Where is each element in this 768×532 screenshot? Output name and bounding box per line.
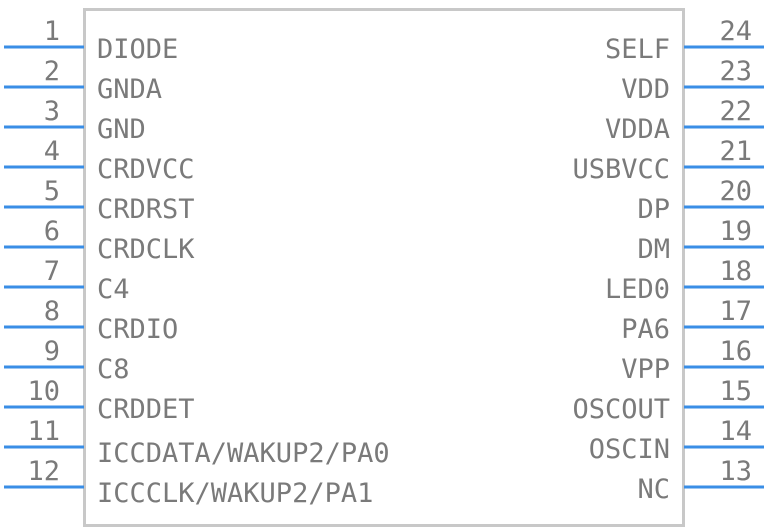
right-pin-number-24: 24 <box>719 16 752 47</box>
left-pin-number-9: 9 <box>44 336 60 367</box>
right-pin-number-20: 20 <box>719 176 752 207</box>
left-pin-number-4: 4 <box>44 136 60 167</box>
right-pin-number-22: 22 <box>719 96 752 127</box>
right-pin-label-14: OSCIN <box>589 434 670 465</box>
right-pin-label-13: NC <box>637 474 670 505</box>
right-pin-label-18: LED0 <box>605 274 670 305</box>
right-pin-label-16: VPP <box>621 354 670 385</box>
right-pin-number-15: 15 <box>719 376 752 407</box>
left-pin-label-5: CRDRST <box>97 194 195 225</box>
right-pin-label-21: USBVCC <box>572 154 670 185</box>
right-pin-label-22: VDDA <box>605 114 670 145</box>
left-pin-number-1: 1 <box>44 16 60 47</box>
left-pin-number-8: 8 <box>44 296 60 327</box>
left-pin-label-6: CRDCLK <box>97 234 195 265</box>
left-pin-label-9: C8 <box>97 354 130 385</box>
left-pin-label-11: ICCDATA/WAKUP2/PA0 <box>97 438 390 469</box>
chip-body <box>83 8 685 527</box>
left-pin-number-7: 7 <box>44 256 60 287</box>
left-pin-number-12: 12 <box>27 456 60 487</box>
right-pin-label-20: DP <box>637 194 670 225</box>
left-pin-number-6: 6 <box>44 216 60 247</box>
left-pin-label-1: DIODE <box>97 34 178 65</box>
left-pin-number-2: 2 <box>44 56 60 87</box>
left-pin-label-2: GNDA <box>97 74 162 105</box>
right-pin-number-13: 13 <box>719 456 752 487</box>
right-pin-number-19: 19 <box>719 216 752 247</box>
left-pin-label-3: GND <box>97 114 146 145</box>
right-pin-label-17: PA6 <box>621 314 670 345</box>
right-pin-label-15: OSCOUT <box>572 394 670 425</box>
left-pin-label-12: ICCCLK/WAKUP2/PA1 <box>97 478 373 509</box>
left-pin-number-5: 5 <box>44 176 60 207</box>
right-pin-number-17: 17 <box>719 296 752 327</box>
left-pin-label-7: C4 <box>97 274 130 305</box>
left-pin-label-8: CRDIO <box>97 314 178 345</box>
left-pin-number-10: 10 <box>27 376 60 407</box>
left-pin-number-3: 3 <box>44 96 60 127</box>
right-pin-number-21: 21 <box>719 136 752 167</box>
right-pin-label-23: VDD <box>621 74 670 105</box>
right-pin-number-16: 16 <box>719 336 752 367</box>
right-pin-number-23: 23 <box>719 56 752 87</box>
left-pin-label-4: CRDVCC <box>97 154 195 185</box>
right-pin-number-14: 14 <box>719 416 752 447</box>
right-pin-label-19: DM <box>637 234 670 265</box>
right-pin-number-18: 18 <box>719 256 752 287</box>
left-pin-number-11: 11 <box>27 416 60 447</box>
left-pin-label-10: CRDDET <box>97 394 195 425</box>
right-pin-label-24: SELF <box>605 34 670 65</box>
